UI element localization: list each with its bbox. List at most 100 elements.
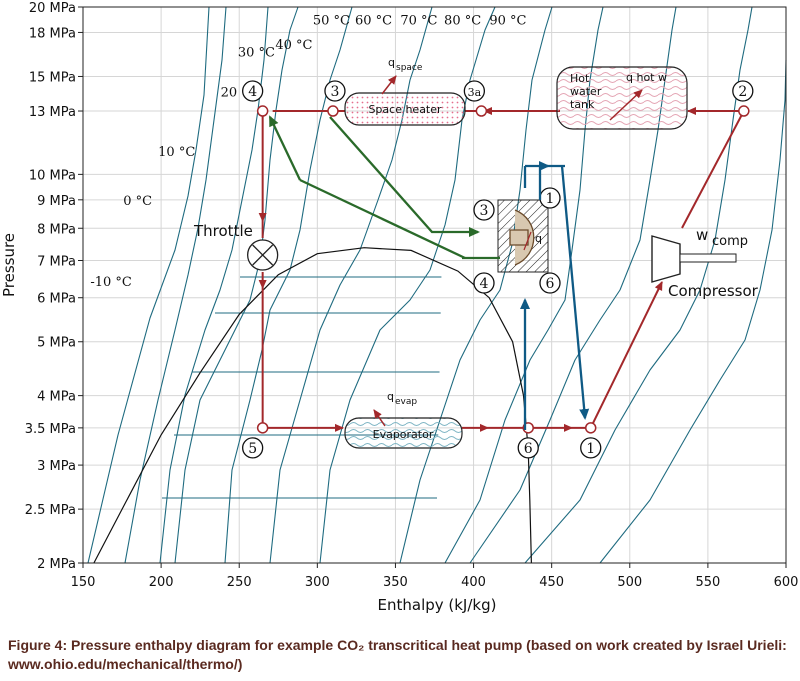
cycle-point-label: 6 [524, 441, 533, 457]
y-axis-label: Pressure [0, 233, 18, 297]
x-tick-label: 350 [383, 575, 408, 590]
ihx-port-badge [539, 272, 561, 294]
x-tick-label: 200 [149, 575, 174, 590]
cycle-point-badge [580, 437, 602, 459]
q-evap-subscript: evap [395, 397, 417, 407]
isotherm-line [599, 59, 787, 564]
y-tick-label: 20 MPa [29, 1, 76, 16]
isotherm-label: 90 °C [489, 14, 526, 29]
x-tick-label: 600 [774, 575, 799, 590]
isotherm-line [87, 6, 210, 564]
isotherm-label: 30 °C [238, 45, 275, 60]
y-tick-label: 3 MPa [37, 459, 76, 474]
x-tick-label: 450 [539, 575, 564, 590]
isotherm-line [224, 6, 353, 564]
hot-water-tank-label: Hot [570, 72, 590, 85]
hot-water-tank-box [556, 66, 688, 130]
evaporator-box [344, 417, 463, 449]
q-hot-w-label: q hot w [626, 71, 667, 84]
cycle-point-marker [327, 105, 339, 117]
compressor-shaft [679, 253, 737, 263]
ihx-cold-flow [560, 165, 590, 420]
cycle-point-marker [475, 105, 488, 117]
x-tick-label: 300 [305, 575, 330, 590]
y-tick-label: 7 MPa [37, 254, 76, 269]
saturation-dome [93, 247, 532, 564]
space-heater-label: Space heater [368, 103, 442, 116]
hot-water-tank-label: tank [570, 98, 595, 111]
q-space-label: q [388, 56, 395, 69]
cycle-point-label: 1 [586, 441, 595, 457]
isotherm-label: 40 °C [275, 38, 312, 53]
isotherm-line [319, 6, 496, 564]
isotherm-label: 50 °C [313, 14, 350, 29]
y-tick-label: 8 MPa [37, 222, 76, 237]
cycle-point-badge [324, 80, 346, 102]
y-tick-label: 5 MPa [37, 336, 76, 351]
ihx-port-badge [473, 272, 495, 294]
ihx-hot-flow [329, 116, 480, 237]
isotherm-label: 10 °C [158, 145, 195, 160]
y-tick-label: 13 MPa [29, 105, 76, 120]
ihx-q-label: q [535, 232, 542, 245]
cycle-point-badge [463, 80, 486, 102]
isotherm-line [124, 6, 227, 564]
q-space-arrow [381, 75, 397, 95]
ihx-port-label: 1 [546, 191, 555, 207]
cycle-point-label: 3 [330, 84, 339, 100]
cycle-point-badge [732, 80, 754, 102]
q-evap-label: q [387, 390, 394, 403]
x-tick-label: 550 [695, 575, 720, 590]
isotherm-line [524, 6, 753, 564]
ihx-port-label: 4 [480, 276, 489, 292]
ihx-port-label: 6 [546, 276, 555, 292]
cycle-point-badge [242, 437, 264, 459]
plot-frame [82, 6, 787, 564]
cycle-line [589, 281, 663, 429]
y-tick-label: 18 MPa [29, 26, 76, 41]
q-hot-w-arrow [609, 89, 643, 121]
ihx-port-badge [473, 199, 495, 221]
cycle-point-marker [738, 105, 750, 117]
isotherm-label: 60 °C [355, 14, 392, 29]
throttle-cross [252, 244, 274, 266]
cycle-line [681, 110, 745, 229]
w-comp-label: w [696, 226, 708, 244]
space-heater-box [344, 92, 466, 126]
throttle-label: Throttle [193, 222, 253, 240]
q-space-subscript: space [396, 63, 423, 73]
y-tick-label: 10 MPa [29, 168, 76, 183]
y-tick-label: 4 MPa [37, 390, 76, 405]
cycle-point-label: 5 [248, 441, 257, 457]
q-evap-arrow [373, 409, 386, 427]
ihx-hot-flow [268, 115, 302, 181]
y-tick-label: 3.5 MPa [25, 422, 76, 437]
cycle-point-marker [256, 422, 269, 434]
compressor-shape [651, 235, 681, 283]
hot-water-tank-label: water [570, 85, 602, 98]
isotherm-label: 80 °C [444, 14, 481, 29]
w-comp-subscript: comp [712, 234, 748, 249]
saturation-curve [93, 247, 532, 564]
compressor-label: Compressor [668, 282, 759, 300]
ihx-body [509, 209, 535, 266]
isotherm-label: 0 °C [123, 194, 152, 209]
cycle-point-marker [256, 105, 269, 117]
cycle-point-label: 2 [738, 84, 747, 100]
y-tick-label: 2.5 MPa [25, 503, 76, 518]
ihx-port-label: 3 [480, 203, 489, 219]
y-tick-label: 15 MPa [29, 70, 76, 85]
y-tick-label: 6 MPa [37, 292, 76, 307]
cycle-point-label: 3a [468, 86, 482, 99]
y-tick-label: 2 MPa [37, 557, 76, 572]
isotherm-label: -10 °C [90, 275, 132, 290]
cycle-point-marker [584, 422, 597, 434]
isotherm-line [269, 6, 433, 564]
x-tick-label: 400 [461, 575, 486, 590]
cycle-point-badge [517, 437, 539, 459]
x-tick-label: 150 [71, 575, 96, 590]
cycle-point-badge [242, 80, 264, 102]
